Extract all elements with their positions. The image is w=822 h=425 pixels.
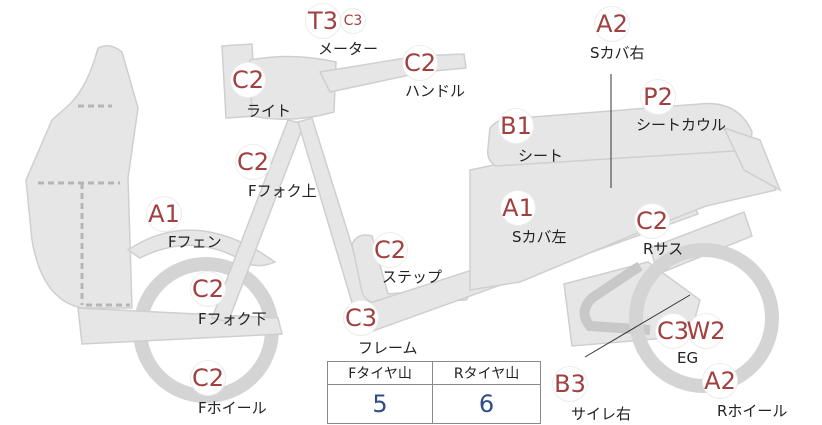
rear-tire-value: 6 xyxy=(432,384,541,424)
leader-muffler xyxy=(584,294,691,358)
label-scover-left: Sカバ左 xyxy=(512,228,567,246)
label-seat: シート xyxy=(518,147,564,165)
code-fwheel: C2 xyxy=(190,360,226,396)
label-rwheel: Rホイール xyxy=(717,402,788,420)
code-light: C2 xyxy=(230,62,266,98)
code-muffler-right: B3 xyxy=(552,366,588,402)
label-seat-cowl: シートカウル xyxy=(636,116,727,134)
tire-table-header-row: Fタイヤ山 Rタイヤ山 xyxy=(326,361,541,385)
badge-scover-left: A1 xyxy=(500,190,536,226)
badge-muffler-right: B3 xyxy=(552,366,588,402)
badge-step: C2 xyxy=(372,232,408,268)
badge-light: C2 xyxy=(230,62,266,98)
code-rwheel: A2 xyxy=(702,363,738,399)
label-muffler-right: サイレ右 xyxy=(571,405,632,423)
code-rsus: C2 xyxy=(634,203,670,239)
code-scover-right: A2 xyxy=(594,6,630,42)
badge-ffork-upper: C2 xyxy=(235,144,271,180)
badge-seat-cowl: P2 xyxy=(640,79,676,115)
headlight-housing xyxy=(249,55,337,120)
tire-table-value-row: 5 6 xyxy=(326,384,541,424)
code-eg-1: C3 xyxy=(655,313,691,349)
code-ffender: A1 xyxy=(146,196,182,232)
badge-frame: C3 xyxy=(343,300,379,336)
code-ffork-upper: C2 xyxy=(235,144,271,180)
badge-seat: B1 xyxy=(498,108,534,144)
label-fwheel: Fホイール xyxy=(198,399,267,417)
muffler-pipe xyxy=(579,261,651,335)
rear-tire-header: Rタイヤ山 xyxy=(432,361,541,385)
code-seat-cowl: P2 xyxy=(640,79,676,115)
leg-shield xyxy=(25,45,139,309)
label-frame: フレーム xyxy=(358,339,418,357)
label-step: ステップ xyxy=(382,268,443,286)
code-seat: B1 xyxy=(498,108,534,144)
label-handle: ハンドル xyxy=(405,82,466,100)
badge-ffender: A1 xyxy=(146,196,182,232)
label-ffork-lower: Fフォク下 xyxy=(198,310,267,328)
badge-rwheel: A2 xyxy=(702,363,738,399)
rear-cowl-tip xyxy=(722,126,782,192)
badge-meter: T3 C3 xyxy=(305,3,366,39)
label-eg: EG xyxy=(677,349,699,367)
label-rsus: Rサス xyxy=(643,240,684,258)
floor-plate xyxy=(77,307,283,345)
code-scover-left: A1 xyxy=(500,190,536,226)
front-tire-value: 5 xyxy=(326,384,434,424)
code-meter-2: C3 xyxy=(340,8,366,34)
badge-fwheel: C2 xyxy=(190,360,226,396)
label-meter: メーター xyxy=(318,40,379,58)
badge-ffork-lower: C2 xyxy=(190,271,226,307)
shield-seam-lines xyxy=(38,104,130,307)
label-scover-right: Sカバ右 xyxy=(590,44,645,62)
code-step: C2 xyxy=(372,232,408,268)
code-meter-1: T3 xyxy=(305,3,341,39)
code-frame: C3 xyxy=(343,300,379,336)
code-eg-2: W2 xyxy=(687,313,726,349)
tire-tread-table: Fタイヤ山 Rタイヤ山 5 6 xyxy=(326,361,541,424)
badge-scover-right: A2 xyxy=(594,6,630,42)
code-handle: C2 xyxy=(402,45,438,81)
label-ffender: Fフェン xyxy=(168,233,222,251)
code-ffork-lower: C2 xyxy=(190,271,226,307)
badge-rsus: C2 xyxy=(634,203,670,239)
front-tire-header: Fタイヤ山 xyxy=(326,361,434,385)
badge-eg: C3 W2 xyxy=(655,313,726,349)
badge-handle: C2 xyxy=(402,45,438,81)
label-light: ライト xyxy=(246,102,292,120)
label-ffork-upper: Fフォク上 xyxy=(248,182,317,200)
